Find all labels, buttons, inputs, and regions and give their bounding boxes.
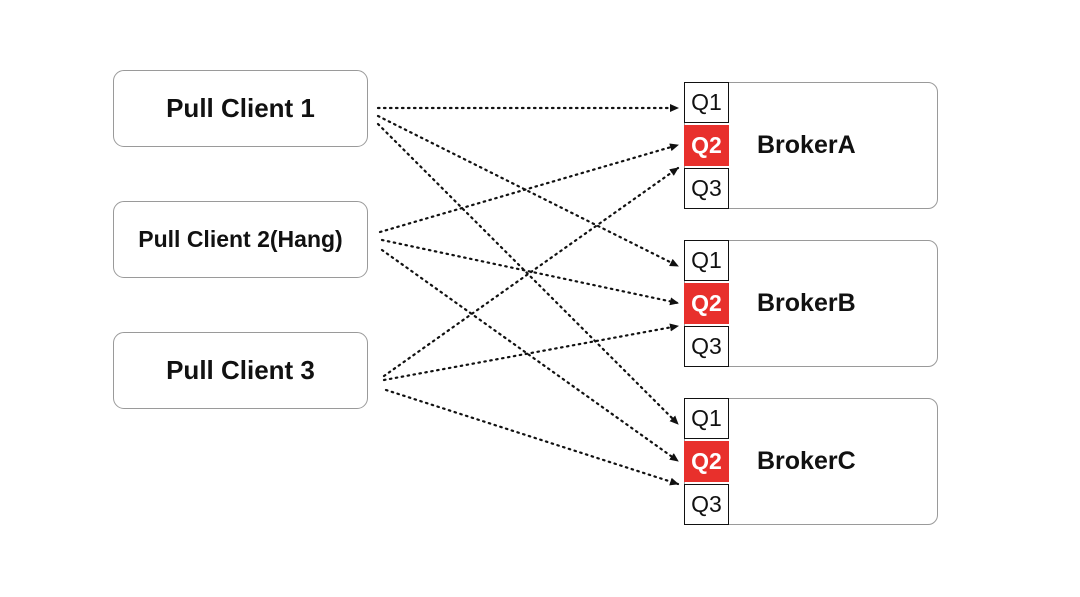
broker-b-box: Q1 Q2 Q3 BrokerB — [684, 240, 938, 367]
connection-arrow — [380, 248, 680, 463]
pull-client-2-label: Pull Client 2(Hang) — [138, 226, 343, 252]
queue-label: Q2 — [691, 290, 722, 316]
broker-a-queue-2: Q2 — [684, 125, 729, 166]
broker-a-box: Q1 Q2 Q3 BrokerA — [684, 82, 938, 209]
broker-a-queue-3: Q3 — [684, 168, 729, 209]
broker-b-queue-2: Q2 — [684, 283, 729, 324]
pull-client-2-box: Pull Client 2(Hang) — [113, 201, 368, 278]
broker-b-queue-1: Q1 — [684, 240, 729, 281]
connection-arrow — [384, 388, 680, 486]
queue-label: Q3 — [691, 175, 722, 201]
queue-label: Q3 — [691, 491, 722, 517]
queue-label: Q2 — [691, 448, 722, 474]
broker-c-queue-2: Q2 — [684, 441, 729, 482]
broker-c-name: BrokerC — [757, 447, 856, 475]
broker-c-queue-3: Q3 — [684, 484, 729, 525]
connection-arrow — [376, 114, 680, 268]
connection-arrow — [376, 122, 680, 426]
pull-client-1-box: Pull Client 1 — [113, 70, 368, 147]
broker-b-queue-3: Q3 — [684, 326, 729, 367]
queue-label: Q1 — [691, 247, 722, 273]
connection-arrow — [382, 166, 680, 378]
pull-client-3-box: Pull Client 3 — [113, 332, 368, 409]
broker-b-name: BrokerB — [757, 289, 856, 317]
queue-label: Q1 — [691, 89, 722, 115]
broker-c-box: Q1 Q2 Q3 BrokerC — [684, 398, 938, 525]
connection-arrow — [378, 143, 680, 234]
pull-client-3-label: Pull Client 3 — [166, 355, 315, 385]
queue-label: Q2 — [691, 132, 722, 158]
pull-client-1-label: Pull Client 1 — [166, 93, 315, 123]
broker-a-name: BrokerA — [757, 131, 856, 159]
connection-arrow — [382, 323, 680, 382]
broker-a-queue-1: Q1 — [684, 82, 729, 123]
connection-arrow — [380, 238, 680, 306]
queue-label: Q3 — [691, 333, 722, 359]
broker-c-queue-1: Q1 — [684, 398, 729, 439]
queue-label: Q1 — [691, 405, 722, 431]
